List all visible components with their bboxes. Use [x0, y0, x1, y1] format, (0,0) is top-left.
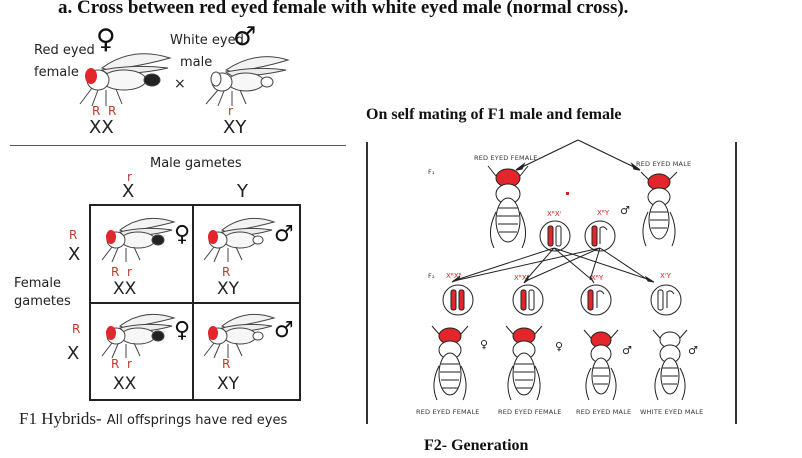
parent-female-label: Red eyed female — [34, 43, 95, 80]
parent-male-allele: r — [228, 104, 233, 118]
fly-cell-2 — [203, 217, 276, 263]
top-female-label: RED EYED FEMALE — [474, 154, 538, 162]
cell-1-alleles: R r — [111, 265, 132, 279]
female-gamete-row1-allele: R — [69, 228, 78, 242]
parent-male-genotype-symbol-icon: ♂ — [620, 204, 630, 217]
fly-cell-1 — [101, 217, 176, 263]
offspring-1-symbol-icon: ♀ — [480, 338, 489, 351]
female-symbol-icon: ♀ — [96, 24, 116, 55]
fly-cell-3 — [101, 313, 176, 359]
offspring-4-genotype: XʳY — [660, 272, 671, 280]
parent-female-genotype: XᴿXʳ — [547, 210, 562, 218]
male-gamete-x-allele: r — [127, 170, 132, 184]
cell-2-alleles: R — [222, 265, 231, 279]
offspring-fly-3 — [583, 329, 619, 401]
male-gamete-x: X — [122, 181, 135, 202]
punnett-square — [89, 204, 301, 401]
fly-female-parent — [79, 53, 172, 107]
small-red-dot — [566, 192, 569, 195]
offspring-1-label: RED EYED FEMALE — [416, 408, 480, 416]
top-split-arrows — [515, 139, 641, 171]
cell-3-symbol-icon: ♀ — [174, 318, 191, 343]
offspring-fly-2 — [505, 325, 543, 401]
offspring-4-label: WHITE EYED MALE — [640, 408, 704, 416]
offspring-fly-1 — [431, 325, 469, 401]
cell-3-alleles: R r — [111, 357, 132, 371]
male-symbol-icon: ♂ — [233, 22, 257, 52]
cell-1-symbol-icon: ♀ — [174, 222, 191, 247]
f1-hybrids-caption: F1 Hybrids- All offsprings have red eyes — [19, 409, 287, 429]
f1-text: All offsprings have red eyes — [106, 413, 288, 428]
cell-1-chromosomes: XX — [113, 279, 137, 299]
cell-2-symbol-icon: ♂ — [274, 222, 294, 247]
offspring-chromosome-circles — [442, 284, 682, 316]
male-gamete-y: Y — [237, 181, 248, 202]
offspring-4-symbol-icon: ♂ — [688, 344, 698, 357]
male-gametes-title: Male gametes — [150, 156, 242, 171]
female-gamete-row2: X — [67, 343, 80, 364]
cell-2-chromosomes: XY — [217, 279, 240, 299]
offspring-fly-4 — [652, 329, 688, 401]
offspring-2-genotype: XᴿXʳ — [514, 274, 529, 282]
f1-marker: F₁ — [428, 168, 435, 176]
cell-4-alleles: R — [222, 357, 231, 371]
right-heading: On self mating of F1 male and female — [366, 106, 622, 123]
f2-marker: F₂ — [428, 272, 435, 280]
female-gamete-row1: X — [68, 244, 81, 265]
parent-female-chromosomes: XX — [89, 117, 114, 138]
offspring-3-symbol-icon: ♂ — [622, 344, 632, 357]
f1-prefix: F1 Hybrids- — [19, 409, 102, 428]
offspring-3-label: RED EYED MALE — [576, 408, 632, 416]
cell-4-chromosomes: XY — [217, 374, 240, 394]
top-male-label: RED EYED MALE — [636, 160, 692, 168]
cross-sign: × — [174, 76, 186, 92]
punnett-hline — [91, 302, 299, 304]
page-title: a. Cross between red eyed female with wh… — [58, 0, 629, 18]
right-border-right — [735, 142, 737, 424]
parent-male-genotype: XᴿY — [597, 209, 610, 217]
parent-chromosome-circles — [539, 220, 616, 252]
offspring-3-genotype: XᴿY — [591, 274, 604, 282]
female-gamete-row2-allele: R — [72, 322, 81, 336]
parent-male-label: White eyed male — [170, 33, 244, 70]
parent-female-allele-2: R — [108, 104, 117, 118]
offspring-1-genotype: XᴿXᴿ — [446, 272, 462, 280]
offspring-2-label: RED EYED FEMALE — [498, 408, 562, 416]
crossing-arrows — [451, 247, 655, 284]
top-female-fly — [487, 165, 529, 249]
female-gametes-title: Female gametes — [14, 276, 71, 309]
f2-generation-footer: F2- Generation — [424, 437, 529, 454]
right-border-left — [366, 142, 368, 424]
fly-male-parent — [205, 56, 290, 107]
cell-4-symbol-icon: ♂ — [274, 318, 294, 343]
parent-male-chromosomes: XY — [223, 117, 247, 138]
fly-cell-4 — [203, 313, 276, 359]
top-male-fly — [640, 171, 678, 247]
section-divider — [10, 145, 346, 146]
offspring-2-symbol-icon: ♀ — [555, 340, 564, 353]
parent-female-allele-1: R — [92, 104, 101, 118]
cell-3-chromosomes: XX — [113, 374, 137, 394]
